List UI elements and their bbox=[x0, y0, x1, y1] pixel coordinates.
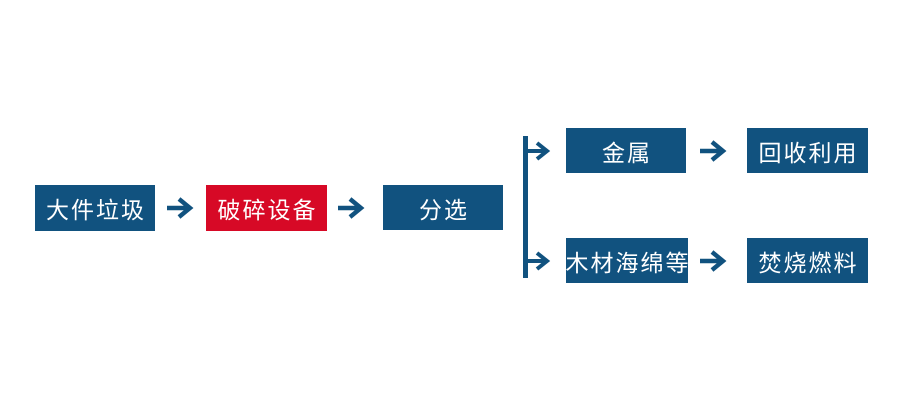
node-crushing-equipment: 破碎设备 bbox=[206, 185, 327, 231]
node-incineration-fuel: 焚烧燃料 bbox=[747, 238, 868, 283]
arrow-right-icon bbox=[167, 196, 195, 220]
arrow-right-icon bbox=[700, 249, 728, 273]
arrow-right-icon bbox=[700, 139, 728, 163]
node-sorting: 分选 bbox=[383, 185, 503, 230]
branch-bracket-line bbox=[523, 136, 528, 278]
arrow-right-icon bbox=[338, 196, 366, 220]
node-bulky-waste: 大件垃圾 bbox=[35, 185, 155, 231]
branch-arrow-top-icon bbox=[527, 141, 552, 161]
node-wood-sponge: 木材海绵等 bbox=[566, 238, 689, 283]
node-recycling: 回收利用 bbox=[747, 128, 868, 173]
node-metal: 金属 bbox=[566, 128, 686, 173]
branch-arrow-bottom-icon bbox=[527, 251, 552, 271]
